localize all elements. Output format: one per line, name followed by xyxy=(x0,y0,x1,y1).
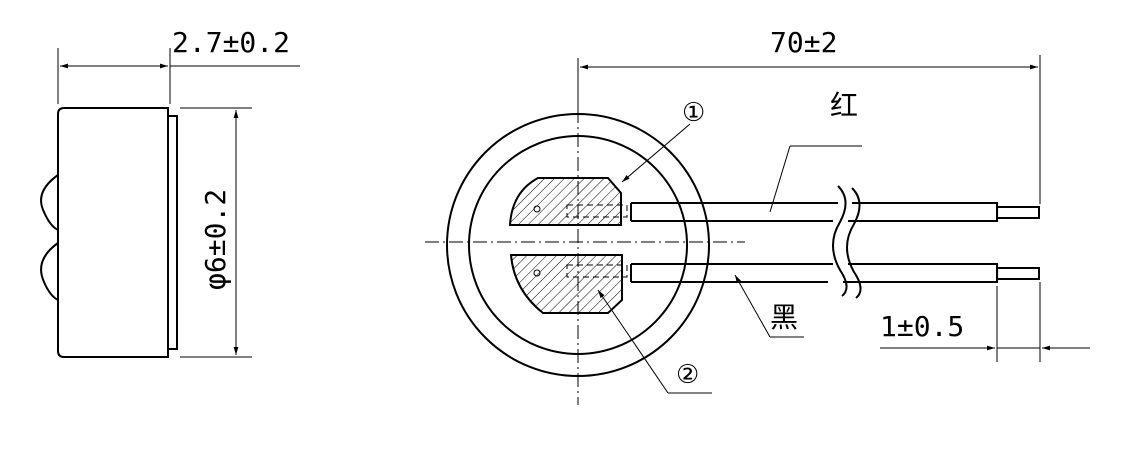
pad-dot-lower xyxy=(533,269,541,277)
wire-red-conductor xyxy=(996,206,1040,219)
side-end-plate xyxy=(167,115,178,350)
side-view: 2.7±0.2 φ6±0.2 xyxy=(40,26,300,358)
red-leader-diagonal xyxy=(769,145,791,213)
wire-black-conductor xyxy=(996,267,1040,280)
thickness-dim-text: 2.7±0.2 xyxy=(172,26,290,59)
strip-dim-text: 1±0.5 xyxy=(880,310,964,343)
pad2-label: ② xyxy=(676,360,699,390)
break-line-left xyxy=(832,185,848,297)
black-wire-label: 黑 xyxy=(770,301,798,334)
front-view: 70±2 1±0.5 红 黑 ① ② xyxy=(425,26,1090,405)
hidden-conductor-upper xyxy=(566,204,628,218)
length-dim-text: 70±2 xyxy=(770,26,837,59)
black-leader-diagonal xyxy=(734,274,771,338)
break-line-right xyxy=(846,187,862,299)
side-bump-lower xyxy=(40,242,59,301)
red-wire-label: 红 xyxy=(830,89,858,122)
pad1-label: ① xyxy=(682,98,705,128)
pad-upper xyxy=(508,177,622,226)
diameter-dim-text: φ6±0.2 xyxy=(199,189,232,290)
hidden-conductor-lower xyxy=(566,264,628,278)
side-body xyxy=(57,107,169,358)
pad2-leader xyxy=(597,289,669,394)
side-bump-upper xyxy=(40,174,59,231)
pad-dot-upper xyxy=(533,205,541,213)
pad-lower xyxy=(509,254,623,314)
pad1-leader xyxy=(621,123,691,183)
